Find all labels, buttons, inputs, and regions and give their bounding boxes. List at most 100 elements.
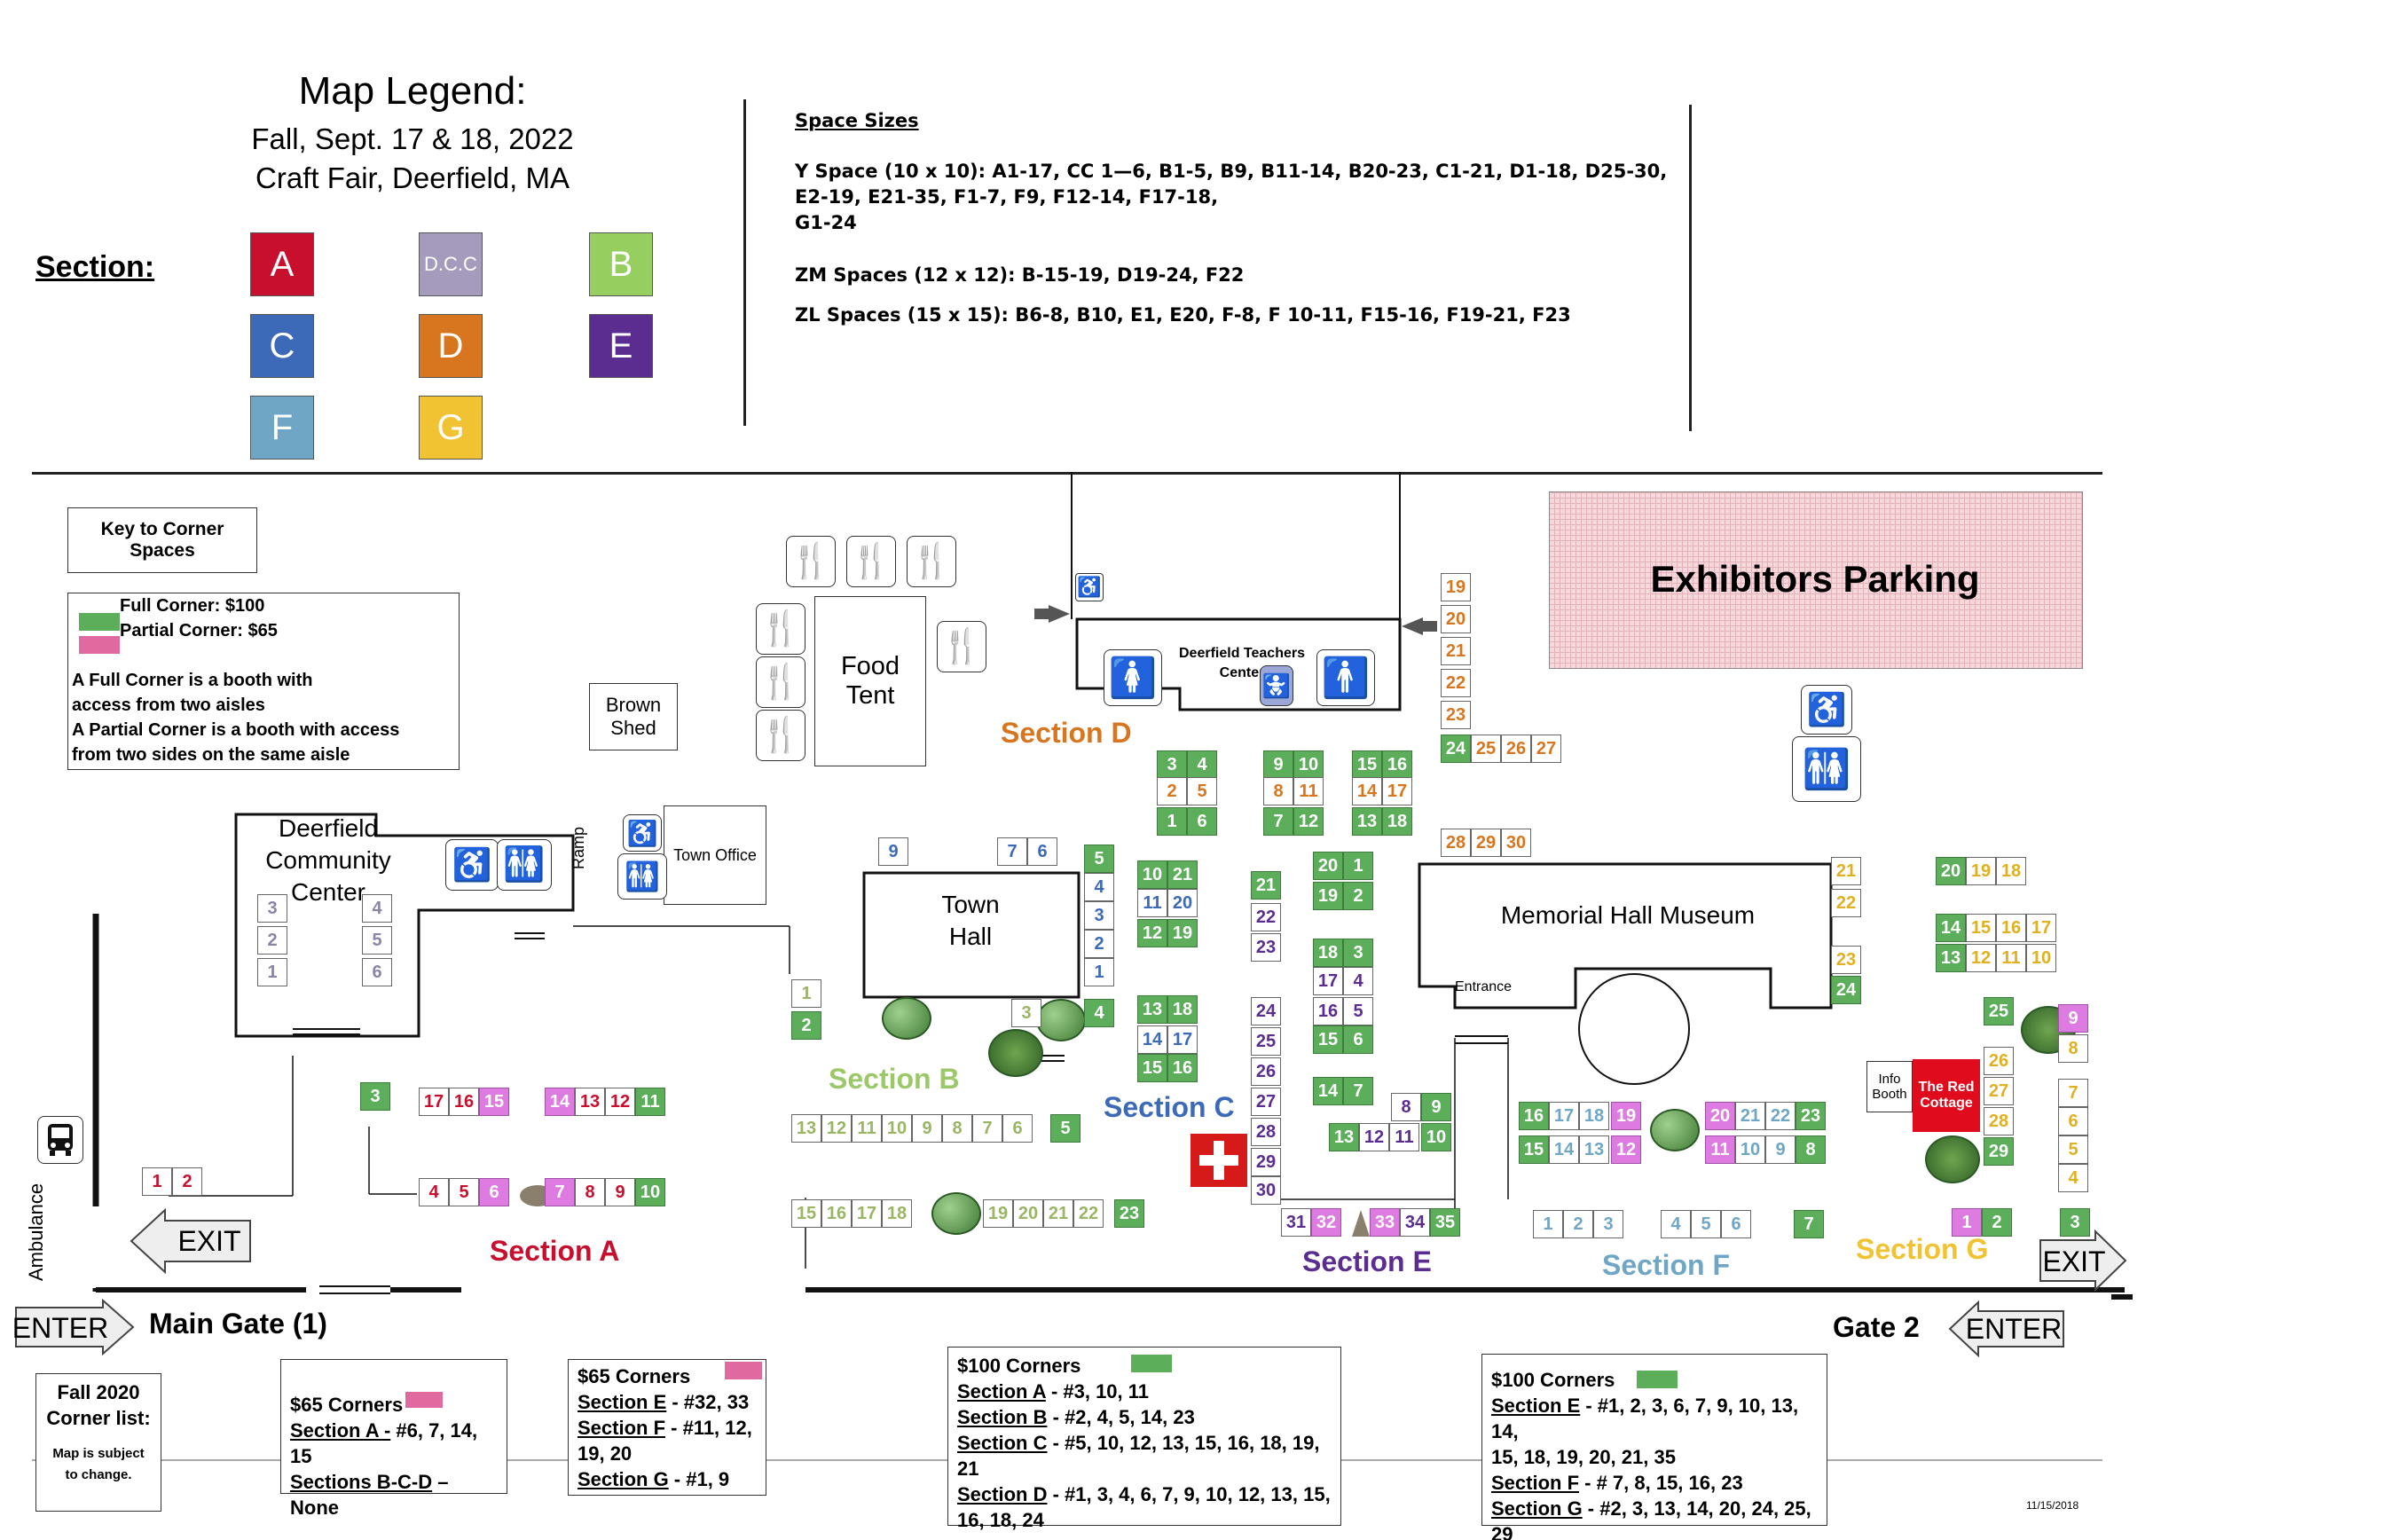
booth-b-11: 11	[852, 1114, 882, 1143]
booth-b-16: 16	[821, 1199, 852, 1228]
section-e-label: Section E	[1302, 1245, 1432, 1277]
booth-d-14: 14	[1352, 777, 1382, 805]
booth-d-21: 21	[1441, 637, 1471, 665]
food-tent: Food Tent	[814, 596, 926, 766]
booth-c-3: 3	[1084, 901, 1114, 930]
booth-f-21: 21	[1735, 1102, 1765, 1130]
booth-g-26: 26	[1984, 1047, 2014, 1075]
booth-a-17: 17	[419, 1088, 449, 1116]
swatch-dcc: D.C.C	[419, 232, 483, 296]
booth-a-5: 5	[449, 1178, 479, 1206]
booth-d-23: 23	[1441, 701, 1471, 729]
museum-rotunda	[1578, 973, 1690, 1085]
partial-swatch-box1	[405, 1392, 443, 1408]
booth-b-15: 15	[791, 1199, 821, 1228]
booth-e-13: 13	[1329, 1123, 1359, 1151]
booth-b-18: 18	[882, 1199, 912, 1228]
booth-c-2: 2	[1084, 930, 1114, 958]
food-icon-1: 🍴	[786, 536, 836, 587]
town-hall-label: Town Hall	[900, 889, 1041, 953]
booth-c-14: 14	[1137, 1025, 1167, 1054]
bus-icon	[37, 1116, 83, 1164]
booth-g-7: 7	[2058, 1079, 2088, 1107]
booth-g-20: 20	[1936, 857, 1966, 885]
booth-e-15: 15	[1313, 1025, 1343, 1054]
swatch-c: C	[250, 314, 314, 378]
box3-line3-section: Section C	[957, 1432, 1048, 1454]
booth-b-12: 12	[821, 1114, 852, 1143]
food-tent-label-2: Tent	[845, 681, 895, 710]
booth-e-4: 4	[1343, 967, 1373, 995]
booth-a-14: 14	[545, 1088, 575, 1116]
booth-c-4: 4	[1084, 873, 1114, 901]
fall-note-2: to change.	[65, 1467, 132, 1482]
box4-line4-values: - #2, 3, 13, 14, 20, 24, 25, 29	[1491, 1497, 1811, 1540]
booth-dcc-5: 5	[362, 926, 392, 955]
booth-c-18: 18	[1167, 995, 1198, 1024]
booth-g-16: 16	[1996, 914, 2026, 942]
box3-title: $100 Corners	[957, 1355, 1081, 1377]
booth-a-7: 7	[545, 1178, 575, 1206]
booth-f-19: 19	[1611, 1102, 1641, 1130]
booth-g-23: 23	[1831, 946, 1861, 974]
booth-f-6: 6	[1721, 1210, 1751, 1238]
booth-g-14: 14	[1936, 914, 1966, 942]
booth-d-17: 17	[1382, 777, 1412, 805]
booth-e-35: 35	[1430, 1208, 1460, 1237]
date-stamp: 11/15/2018	[2026, 1499, 2079, 1512]
swatch-dcc-label: D.C.C	[424, 253, 477, 275]
box2-line4-section: Section G	[578, 1468, 669, 1490]
box4-title: $100 Corners	[1491, 1369, 1615, 1391]
booth-g-18: 18	[1996, 857, 2026, 885]
red-cottage-label-2: Cottage	[1920, 1096, 1973, 1111]
booth-e-18: 18	[1313, 939, 1343, 967]
y-space-line1: Y Space (10 x 10): A1-17, CC 1—6, B1-5, …	[795, 161, 1668, 182]
section-f-label: Section F	[1602, 1249, 1731, 1281]
fall-note-1: Map is subject	[52, 1446, 145, 1461]
fall-title-1: Fall 2020	[57, 1381, 140, 1403]
food-tent-label-1: Food	[840, 652, 900, 680]
exhibitors-parking	[1549, 491, 2083, 669]
booth-d-2: 2	[1157, 777, 1187, 805]
booth-f-1: 1	[1533, 1210, 1563, 1238]
booth-b-2: 2	[791, 1011, 821, 1040]
section-c-label: Section C	[1104, 1091, 1235, 1123]
brown-shed: Brown Shed	[589, 683, 678, 750]
booth-d-20: 20	[1441, 605, 1471, 633]
booth-c-10: 10	[1137, 860, 1167, 889]
box2-line2: Section F - #11, 12,	[578, 1415, 757, 1441]
swatch-c-label: C	[269, 326, 295, 365]
swatch-a: A	[250, 232, 314, 296]
booth-g-11: 11	[1996, 944, 2026, 972]
y-space-line2: E2-19, E21-35, F1-7, F9, F12-14, F17-18,	[795, 186, 1219, 208]
partial-corner-label: Partial Corner: $65	[120, 621, 278, 640]
booth-d-12: 12	[1293, 807, 1324, 836]
box4-line4-section: Section G	[1491, 1497, 1583, 1520]
baby-changing-icon: 🚼	[1260, 665, 1293, 706]
booth-e-11: 11	[1389, 1123, 1419, 1151]
booth-e-27: 27	[1251, 1088, 1281, 1116]
wheelchair-icon-4: ♿	[623, 814, 662, 852]
booth-e-8: 8	[1391, 1093, 1421, 1121]
booth-a-11: 11	[635, 1088, 665, 1116]
booth-b-13: 13	[791, 1114, 821, 1143]
booth-e-2: 2	[1343, 882, 1373, 910]
box2-line1: Section E - #32, 33	[578, 1389, 757, 1415]
booth-f-12: 12	[1611, 1135, 1641, 1164]
booth-f-10: 10	[1735, 1135, 1765, 1164]
zm-space-line: ZM Spaces (12 x 12): B-15-19, D19-24, F2…	[795, 264, 1245, 286]
enter-right-label: ENTER	[1965, 1312, 2063, 1345]
first-aid-icon	[1190, 1134, 1247, 1187]
booth-g-24: 24	[1831, 976, 1861, 1004]
space-sizes-heading: Space Sizes	[795, 110, 919, 131]
booth-b-17: 17	[852, 1199, 882, 1228]
booth-b-4: 4	[1084, 999, 1114, 1027]
partial-corner-swatch	[79, 636, 120, 654]
booth-g-25: 25	[1984, 997, 2014, 1025]
exit-left-label: EXIT	[177, 1224, 241, 1257]
arrow-right-icon	[1049, 605, 1070, 623]
booth-e-7: 7	[1343, 1077, 1373, 1105]
town-hall-building	[862, 871, 1080, 999]
key-corner-title-1: Key to Corner	[100, 519, 224, 539]
booth-c-20: 20	[1167, 889, 1198, 917]
